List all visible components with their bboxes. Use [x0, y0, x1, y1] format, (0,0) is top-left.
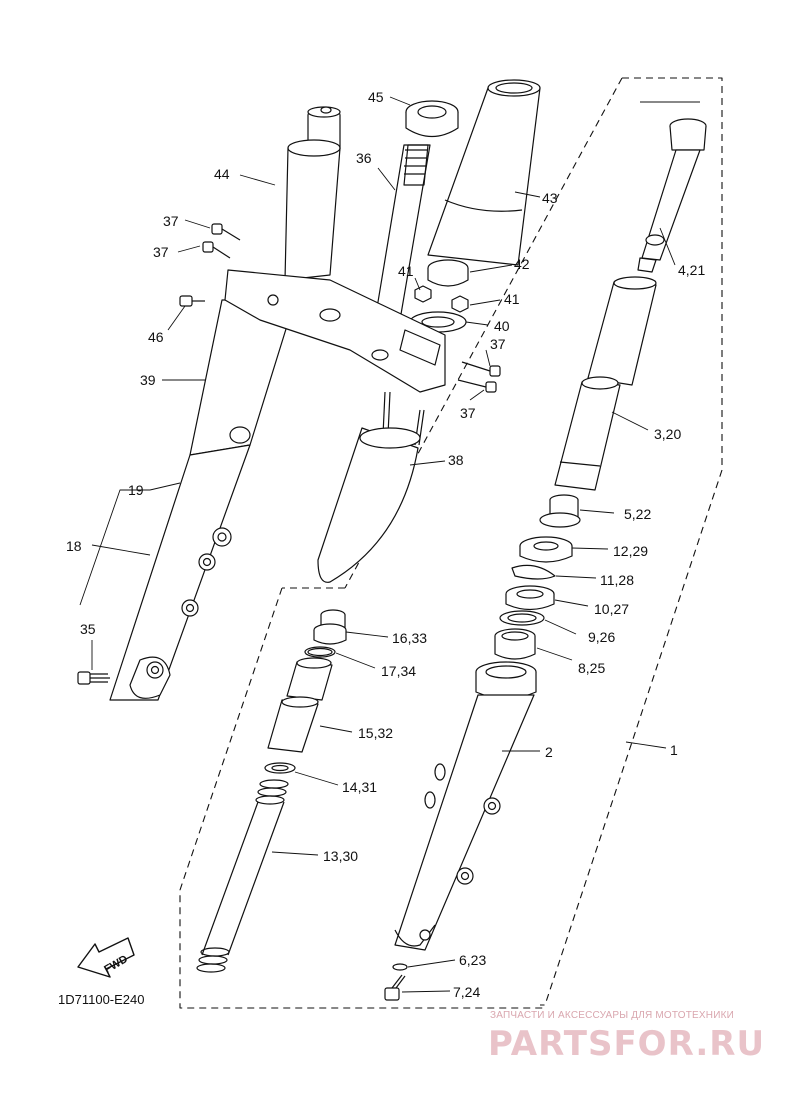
part-9-26: [499, 610, 545, 626]
label-1: 1: [670, 742, 678, 758]
label-15-32: 15,32: [358, 725, 394, 741]
label-37-c: 37: [490, 336, 506, 352]
leader-lines: [79, 96, 676, 993]
part-42-nut: [427, 259, 469, 287]
part-39-fork-leg: [109, 299, 296, 701]
label-13-30: 13,30: [323, 848, 359, 864]
part-44-tube-top: [284, 106, 341, 281]
part-triple-clamp: [224, 269, 446, 393]
label-41-a: 41: [398, 263, 414, 279]
part-46-bolt: [179, 295, 205, 307]
label-10-27: 10,27: [594, 601, 630, 617]
part-35-bolt: [77, 671, 110, 685]
label-14-31: 14,31: [342, 779, 378, 795]
part-4-21-cartridge: [637, 118, 707, 273]
label-36: 36: [356, 150, 372, 166]
label-9-26: 9,26: [588, 629, 616, 645]
part-5-22: [539, 494, 581, 528]
part-17-34-oring: [304, 646, 336, 658]
label-3-20: 3,20: [654, 426, 682, 442]
part-6-23-washer: [392, 963, 408, 971]
watermark-tagline: ЗАПЧАСТИ И АКСЕССУАРЫ ДЛЯ МОТОТЕХНИКИ: [490, 1010, 735, 1021]
label-44: 44: [214, 166, 230, 182]
part-3-20-tubes: [554, 276, 657, 491]
part-45-bearing: [405, 100, 459, 138]
part-38-lower-cover: [317, 391, 425, 583]
label-40: 40: [494, 318, 510, 334]
part-16-33: [313, 609, 347, 645]
fwd-arrow-icon: [77, 937, 135, 978]
label-8-25: 8,25: [578, 660, 606, 676]
label-4-21: 4,21: [678, 262, 706, 278]
label-35: 35: [80, 621, 96, 637]
label-17-34: 17,34: [381, 663, 417, 679]
part-7-24-bolt: [384, 974, 406, 1001]
part-14-31-washer: [264, 762, 296, 774]
label-38: 38: [448, 452, 464, 468]
label-37-b: 37: [153, 244, 169, 260]
part-12-29: [519, 536, 573, 563]
part-13-30-spring: [196, 779, 289, 973]
label-42: 42: [514, 256, 530, 272]
part-37-bolts: [202, 223, 501, 393]
label-7-24: 7,24: [453, 984, 481, 1000]
part-10-27: [505, 585, 555, 611]
label-6-23: 6,23: [459, 952, 487, 968]
part-15-32-spacers: [267, 657, 333, 753]
part-41-nuts: [414, 285, 469, 313]
label-39: 39: [140, 372, 156, 388]
part-43-cover-tube: [427, 79, 541, 266]
part-8-25: [494, 628, 536, 660]
diagram-code: 1D71100-E240: [58, 992, 145, 1007]
label-43: 43: [542, 190, 558, 206]
label-12-29: 12,29: [613, 543, 649, 559]
label-46: 46: [148, 329, 164, 345]
watermark-brand: PARTSFOR.RU: [488, 1024, 766, 1064]
label-16-33: 16,33: [392, 630, 428, 646]
label-5-22: 5,22: [624, 506, 652, 522]
label-19: 19: [128, 482, 144, 498]
label-37-d: 37: [460, 405, 476, 421]
part-2-outer-tube: [394, 661, 537, 951]
label-2: 2: [545, 744, 553, 760]
label-18: 18: [66, 538, 82, 554]
label-41-b: 41: [504, 291, 520, 307]
label-11-28: 11,28: [600, 572, 634, 588]
label-45: 45: [368, 89, 384, 105]
part-11-28-clip: [511, 564, 556, 580]
label-37-a: 37: [163, 213, 179, 229]
